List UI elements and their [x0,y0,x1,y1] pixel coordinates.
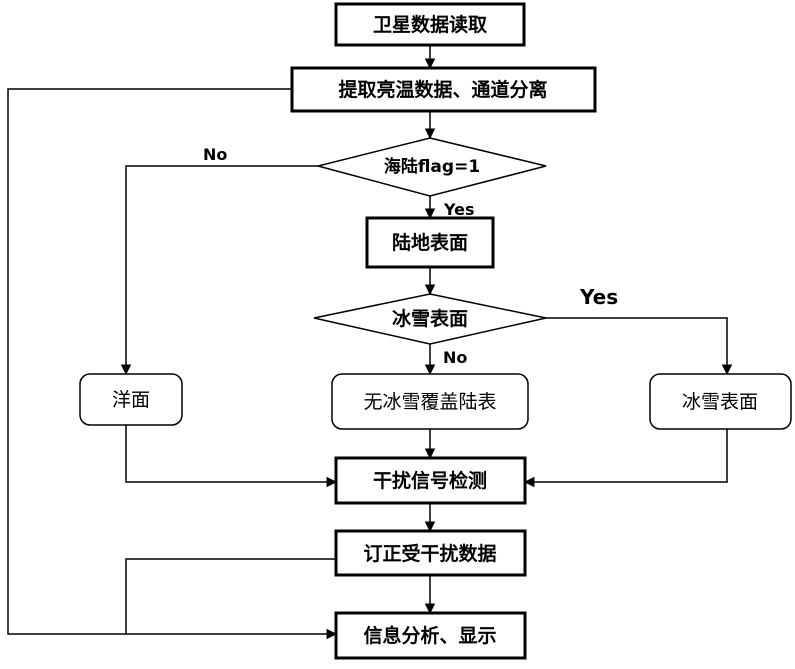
node-satellite-read: 卫星数据读取 [336,4,524,45]
sea-land-flag-label: 海陆flag=1 [384,156,480,177]
node-correct-data: 订正受干扰数据 [336,531,525,575]
ice-snow-surface-label: 冰雪表面 [682,391,758,413]
no-ice-snow-land-label: 无冰雪覆盖陆表 [363,391,496,413]
flag-yes-label: Yes [443,200,475,219]
node-ice-snow-surface: 冰雪表面 [650,374,791,429]
node-ocean: 洋面 [80,374,182,425]
extract-bt-label: 提取亮温数据、通道分离 [338,78,547,101]
edge-extract-to-display [8,89,336,634]
node-interference-detect: 干扰信号检测 [336,458,525,503]
interference-detect-label: 干扰信号检测 [373,469,487,492]
node-no-ice-snow-land: 无冰雪覆盖陆表 [332,374,528,429]
node-extract-bt: 提取亮温数据、通道分离 [292,68,595,111]
ocean-label: 洋面 [112,389,150,411]
ice-snow-check-label: 冰雪表面 [392,307,468,330]
node-info-display: 信息分析、显示 [336,613,525,658]
node-ice-snow-check: 冰雪表面 [314,294,546,344]
satellite-read-label: 卫星数据读取 [373,13,487,36]
edge-icesurf-to-detect [525,429,727,482]
node-sea-land-flag: 海陆flag=1 [318,138,546,196]
correct-data-label: 订正受干扰数据 [363,542,496,565]
ice-yes-label: Yes [579,285,618,309]
edge-correct-to-display-loop [126,559,336,634]
node-land-surface: 陆地表面 [367,218,493,267]
flag-no-label: No [203,145,227,164]
ice-no-label: No [443,348,467,367]
info-display-label: 信息分析、显示 [363,624,496,647]
edge-flag-no [126,166,318,374]
edge-ocean-to-detect [126,425,336,482]
land-surface-label: 陆地表面 [392,231,468,254]
edge-ice-yes [546,318,727,374]
